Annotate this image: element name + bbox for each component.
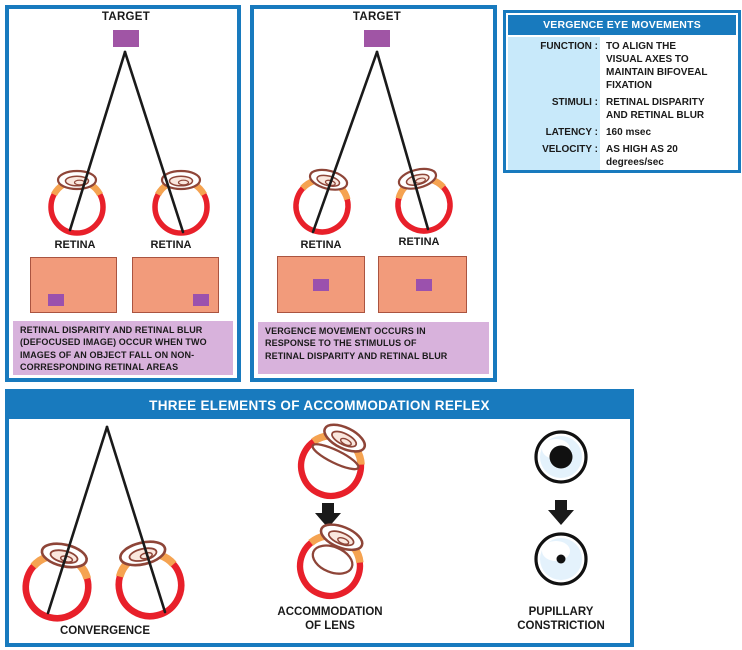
left-eye-icon	[51, 171, 103, 233]
retinal-disparity-panel: TARGET RETINA RETINA RETINAL DISPARITY A…	[5, 5, 241, 382]
table-body: FUNCTION : TO ALIGN THE VISUAL AXES TO M…	[508, 37, 736, 170]
table-row-velocity: VELOCITY : AS HIGH AS 20 degrees/sec	[508, 140, 736, 170]
table-title: VERGENCE EYE MOVEMENTS	[508, 15, 736, 35]
panel-title: THREE ELEMENTS OF ACCOMMODATION REFLEX	[9, 393, 630, 419]
retina-label-right: RETINA	[398, 236, 440, 248]
image-spot-left	[313, 279, 329, 291]
vergence-info-table: VERGENCE EYE MOVEMENTS FUNCTION : TO ALI…	[503, 10, 741, 173]
target-square	[364, 30, 390, 47]
convergence-left-eye-icon	[20, 538, 98, 625]
accommodation-reflex-panel: THREE ELEMENTS OF ACCOMMODATION REFLEX C…	[5, 389, 634, 647]
row-value: TO ALIGN THE VISUAL AXES TO MAINTAIN BIF…	[606, 41, 708, 91]
image-spot-right	[193, 294, 209, 306]
row-label: STIMULI :	[551, 97, 598, 108]
convergence-right-eye-icon	[110, 536, 188, 623]
left-gaze-line	[311, 50, 379, 234]
constricted-pupil-icon	[536, 534, 586, 584]
image-spot-left	[48, 294, 64, 306]
rounded-lens-eye-icon	[291, 516, 373, 605]
right-eye-icon	[390, 164, 455, 237]
target-label: TARGET	[101, 11, 151, 23]
convergence-label: CONVERGENCE	[59, 625, 151, 637]
down-arrow-icon	[315, 503, 341, 528]
vergence-movement-panel: TARGET RETINA RETINA VERGENCE MOVEMENT O…	[250, 5, 497, 382]
row-label: VELOCITY :	[542, 144, 598, 155]
retina-label-right: RETINA	[150, 239, 192, 251]
table-row-latency: LATENCY : 160 msec	[508, 123, 736, 140]
right-eye-icon	[155, 171, 207, 233]
convergence-right-gaze-line	[105, 425, 167, 614]
disparity-caption: RETINAL DISPARITY AND RETINAL BLUR (DEFO…	[13, 321, 233, 375]
table-row-function: FUNCTION : TO ALIGN THE VISUAL AXES TO M…	[508, 37, 736, 93]
image-spot-right	[416, 279, 432, 291]
table-row-stimuli: STIMULI : RETINAL DISPARITY AND RETINAL …	[508, 93, 736, 123]
target-square	[113, 30, 139, 47]
accommodation-of-lens-label: ACCOMMODATION OF LENS	[277, 606, 383, 632]
row-label: LATENCY :	[545, 127, 598, 138]
retinal-image-right	[378, 256, 467, 313]
left-gaze-line	[68, 50, 127, 232]
retinal-image-right	[132, 257, 219, 313]
row-value: RETINAL DISPARITY AND RETINAL BLUR	[606, 97, 705, 121]
right-gaze-line	[375, 50, 430, 231]
row-value: 160 msec	[606, 127, 652, 138]
down-arrow-icon	[548, 500, 574, 525]
vergence-caption: VERGENCE MOVEMENT OCCURS IN RESPONSE TO …	[258, 322, 489, 374]
target-label: TARGET	[352, 11, 402, 23]
left-eye-icon	[290, 165, 355, 238]
retinal-image-left	[30, 257, 117, 313]
row-value: AS HIGH AS 20 degrees/sec	[606, 144, 678, 168]
pupillary-constriction-label: PUPILLARY CONSTRICTION	[517, 606, 605, 632]
retinal-image-left	[277, 256, 365, 313]
row-label: FUNCTION :	[540, 41, 598, 52]
retina-label-left: RETINA	[54, 239, 96, 251]
flat-lens-eye-icon	[291, 419, 376, 506]
convergence-left-gaze-line	[46, 425, 109, 615]
dilated-pupil-icon	[536, 432, 586, 482]
retina-label-left: RETINA	[300, 239, 342, 251]
right-gaze-line	[123, 50, 185, 234]
